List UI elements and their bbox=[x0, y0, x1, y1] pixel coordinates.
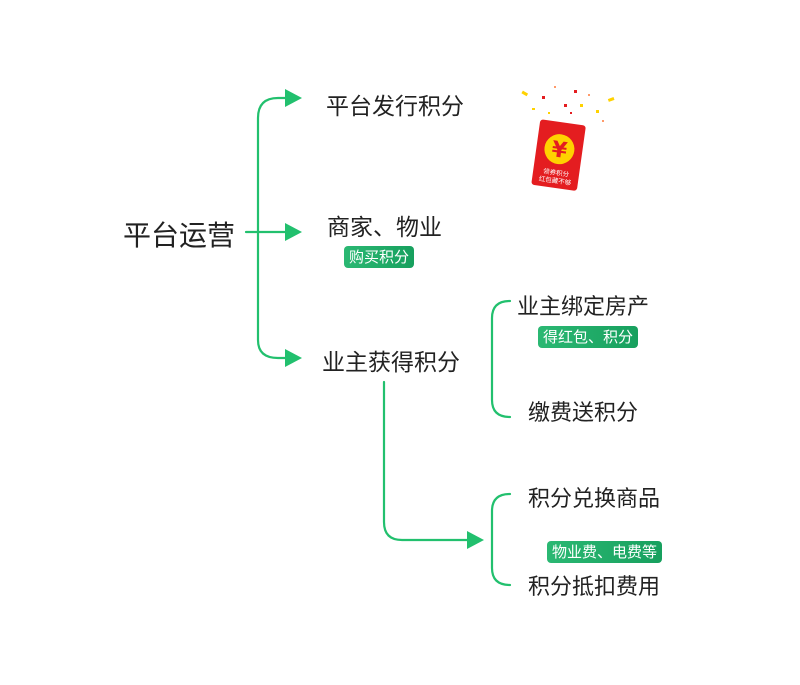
envelope-caption-1: 领券积分 bbox=[543, 166, 570, 179]
node-payment-bonus-points: 缴费送积分 bbox=[528, 401, 639, 426]
arrowhead-branch3 bbox=[285, 349, 302, 367]
connector-owner-to-redeem bbox=[382, 380, 472, 542]
arrowhead-branch1 bbox=[285, 89, 302, 107]
node-owner-bind-property: 业主绑定房产 bbox=[517, 295, 650, 320]
bracket-owner-group bbox=[490, 299, 512, 419]
tag-buy-points: 购买积分 bbox=[344, 246, 415, 268]
node-deduct-fees: 积分抵扣费用 bbox=[528, 575, 661, 600]
connector-root-branch3 bbox=[256, 230, 290, 360]
red-envelope-icon: ¥ 领券积分 红包藏不够 bbox=[521, 86, 615, 191]
node-merchant-property: 商家、物业 bbox=[327, 215, 442, 241]
node-owner-earn-points: 业主获得积分 bbox=[322, 350, 460, 376]
currency-symbol: ¥ bbox=[550, 137, 569, 164]
confetti bbox=[521, 86, 615, 122]
arrowhead-redeem bbox=[467, 531, 484, 549]
coin-icon bbox=[544, 134, 575, 165]
root-node: 平台运营 bbox=[123, 219, 236, 252]
node-platform-issue-points: 平台发行积分 bbox=[326, 94, 464, 120]
bracket-redeem-group bbox=[490, 492, 512, 587]
arrowhead-branch2 bbox=[285, 223, 302, 241]
tag-get-red-packet-points: 得红包、积分 bbox=[538, 326, 639, 348]
tag-property-electricity-fees: 物业费、电费等 bbox=[547, 541, 663, 563]
node-redeem-goods: 积分兑换商品 bbox=[528, 487, 661, 512]
connector-root-branch1 bbox=[256, 96, 290, 234]
